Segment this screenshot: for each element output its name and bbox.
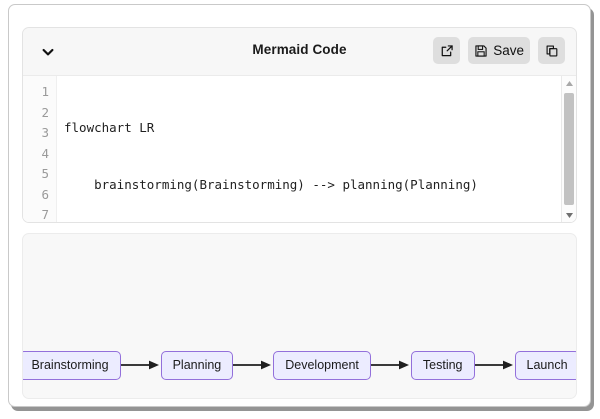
line-number: 7: [41, 207, 49, 222]
flow-node-brainstorming[interactable]: Brainstorming: [23, 350, 121, 380]
flow-node-planning[interactable]: Planning: [160, 350, 234, 380]
code-text-area[interactable]: flowchart LR brainstorming(Brainstorming…: [57, 76, 561, 222]
scroll-down-arrow-icon[interactable]: [562, 208, 576, 222]
flow-arrow: [474, 359, 515, 371]
mermaid-code-panel: Mermaid Code: [22, 27, 577, 223]
line-number: 3: [41, 125, 49, 140]
line-number-gutter: 1 2 3 4 5 6 7: [23, 76, 57, 222]
mermaid-preview-panel: Brainstorming Planning Development: [22, 233, 577, 399]
flow-node-development[interactable]: Development: [273, 350, 371, 380]
code-line: brainstorming(Brainstorming) --> plannin…: [64, 176, 478, 192]
floppy-disk-icon: [474, 44, 488, 58]
line-number: 5: [41, 166, 49, 181]
flow-node-launch[interactable]: Launch: [514, 350, 576, 380]
panel-header: Mermaid Code: [23, 28, 576, 75]
flow-node-testing[interactable]: Testing: [410, 350, 475, 380]
editor-scrollbar[interactable]: [561, 76, 576, 222]
line-number: 2: [41, 104, 49, 120]
flow-arrow: [233, 359, 273, 371]
flow-arrow: [370, 359, 411, 371]
flowchart: Brainstorming Planning Development: [23, 342, 576, 388]
external-link-icon: [440, 44, 454, 58]
save-button[interactable]: Save: [468, 37, 530, 64]
scroll-up-arrow-icon[interactable]: [562, 76, 576, 90]
line-number: 1: [41, 84, 49, 99]
flow-arrow: [120, 359, 161, 371]
code-editor[interactable]: 1 2 3 4 5 6 7 flowchart LR brainstorming…: [23, 75, 576, 222]
chevron-down-icon[interactable]: [37, 41, 59, 63]
copy-button[interactable]: [538, 37, 565, 64]
code-line: flowchart LR: [64, 120, 155, 135]
save-button-label: Save: [493, 42, 524, 58]
app-window: Mermaid Code: [8, 4, 591, 407]
panel-toolbar: Save: [433, 37, 565, 64]
open-external-button[interactable]: [433, 37, 461, 64]
line-number: 4: [41, 145, 49, 161]
scrollbar-thumb[interactable]: [564, 93, 574, 205]
copy-icon: [545, 44, 559, 58]
line-number: 6: [41, 186, 49, 202]
